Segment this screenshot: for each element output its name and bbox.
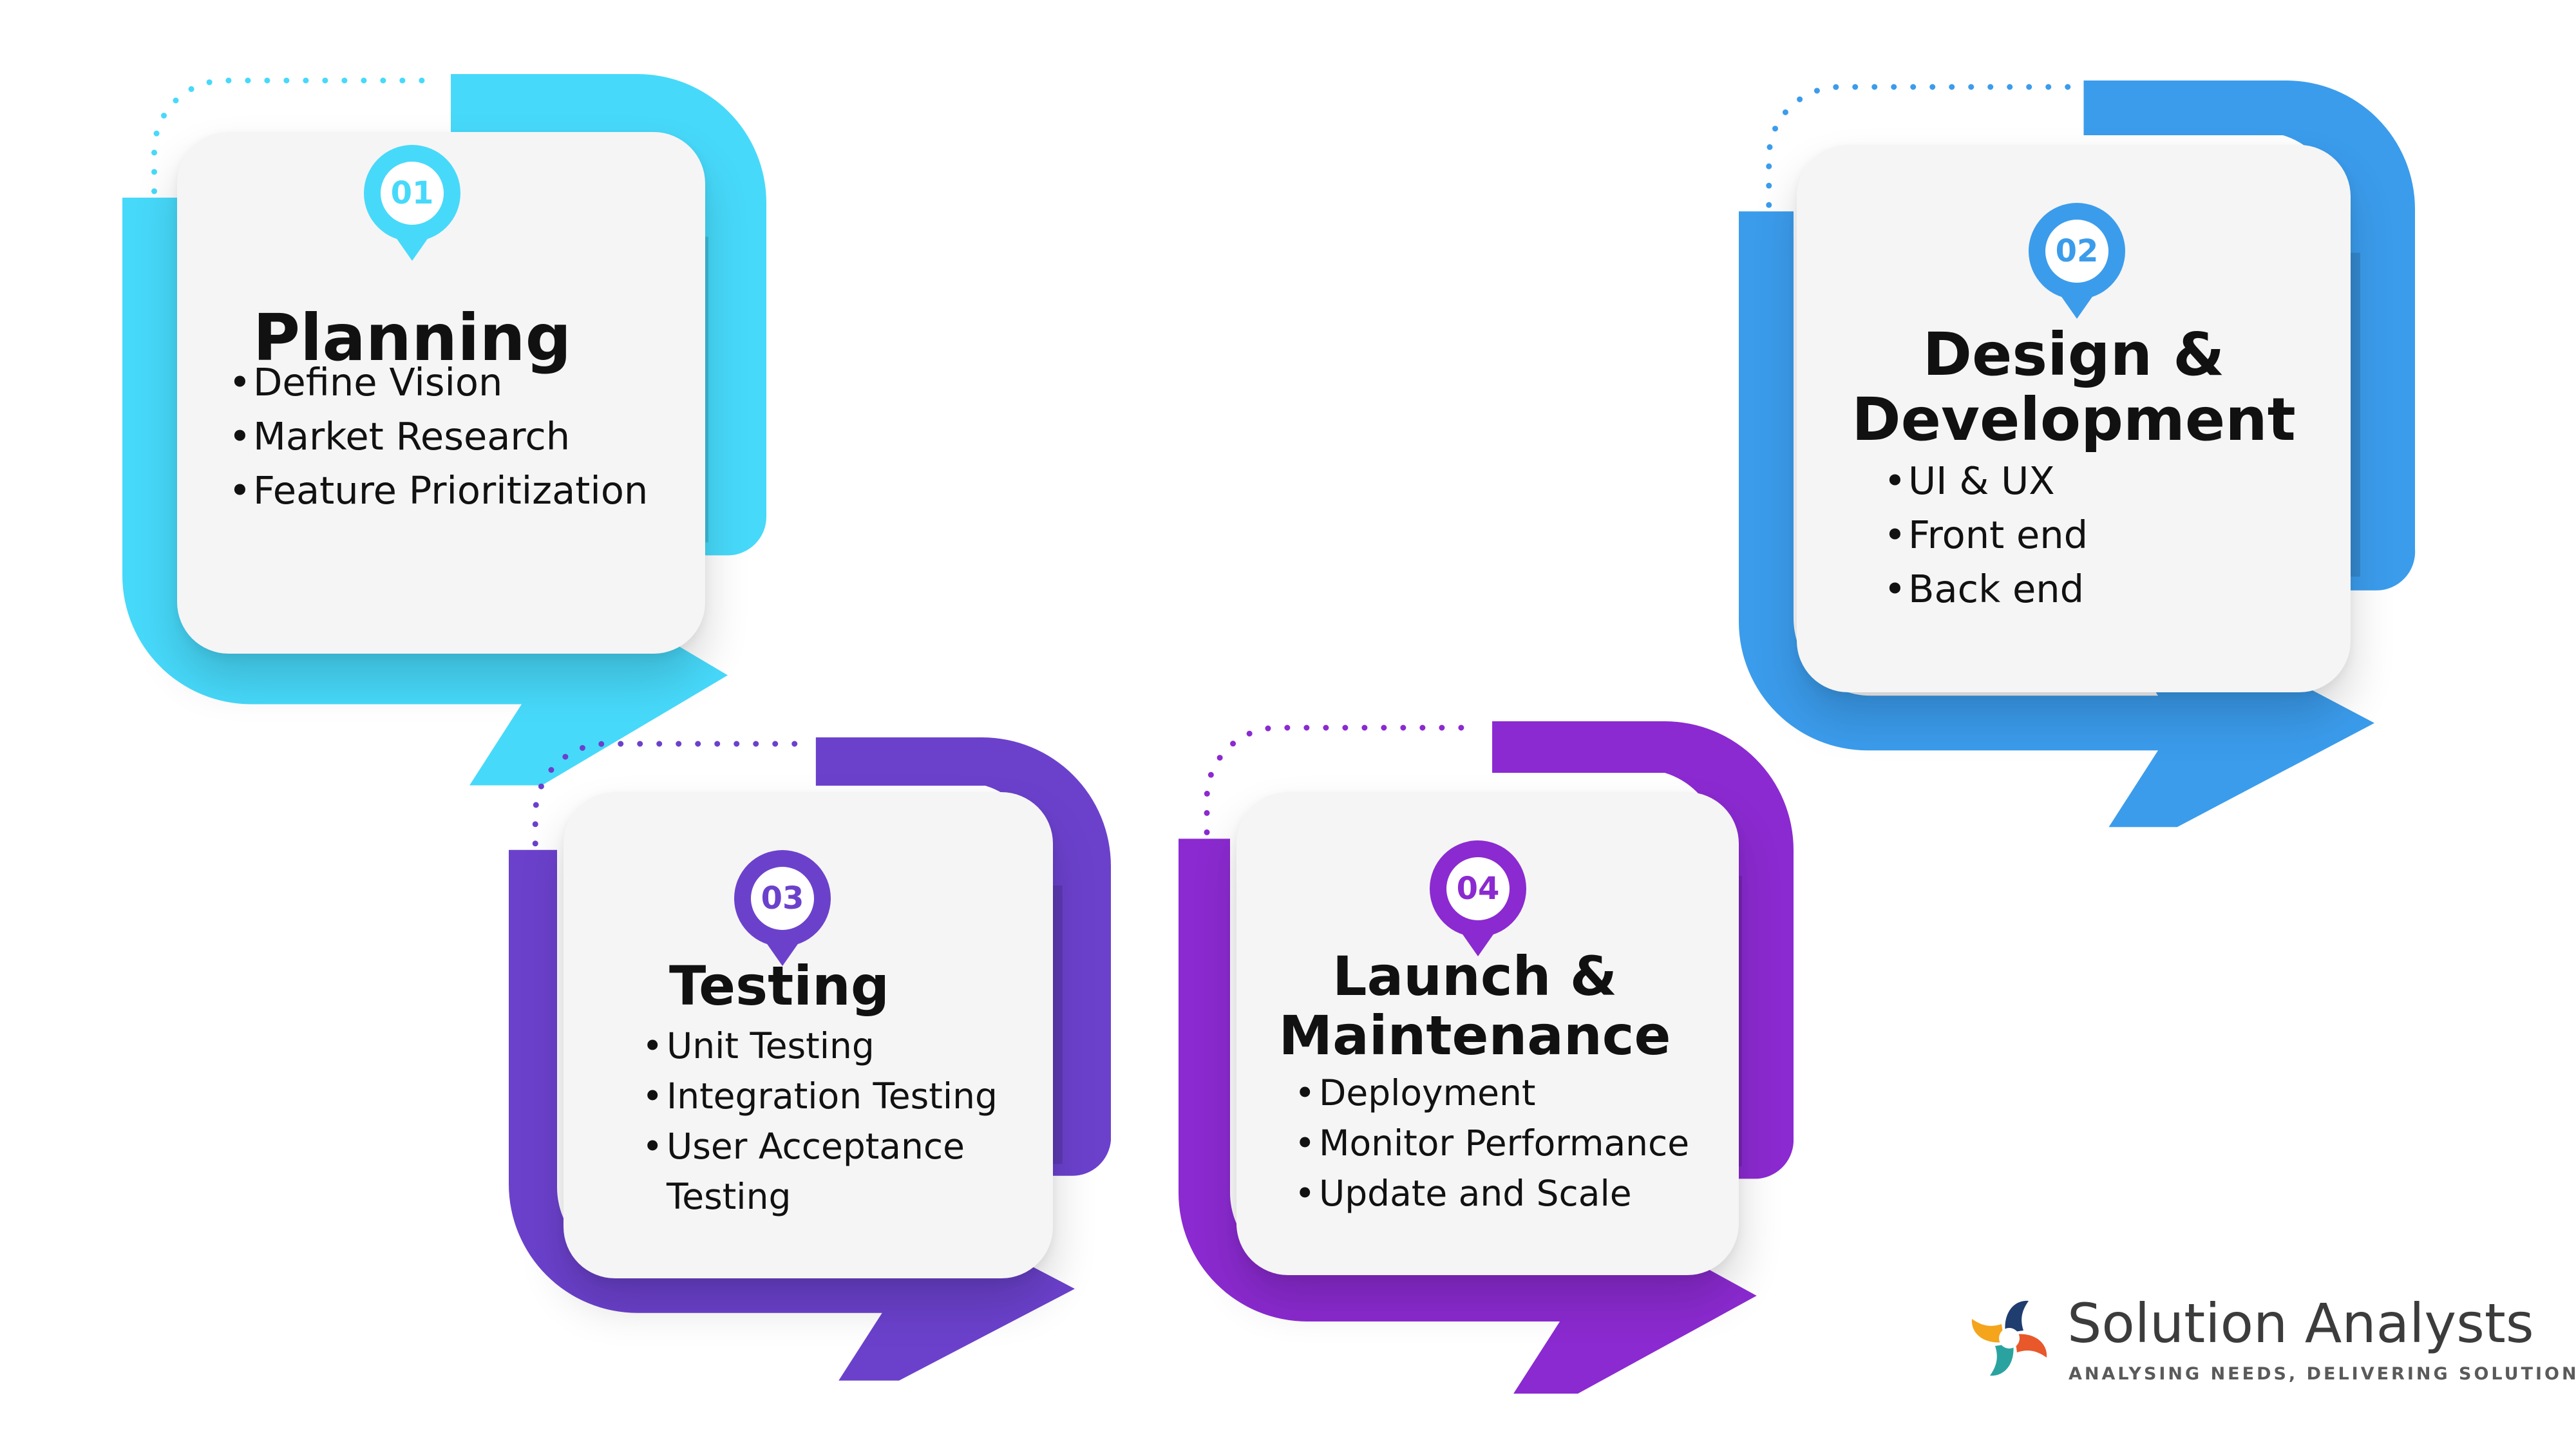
pinwheel-star-icon [1971, 1300, 2047, 1376]
step-title-line: Planning [252, 300, 572, 375]
step-item-list: •Deployment•Monitor Performance•Update a… [1294, 1068, 1689, 1218]
step-number-pin-icon: 02 [2029, 203, 2125, 319]
step-title: Launch &Maintenance [1278, 947, 1671, 1066]
step-title-line: Testing [669, 954, 889, 1018]
step-item-list: •Define Vision•Market Research•Feature P… [229, 355, 648, 517]
list-item-text: Front end [1908, 512, 2088, 557]
design-dotted-connector [1766, 84, 2074, 208]
step-title-line: Development [1852, 385, 2296, 455]
step-title-line: Design & [1922, 320, 2225, 389]
logo-petal [1971, 1319, 2004, 1343]
list-item-text: Market Research [253, 413, 571, 459]
step-title: Planning [253, 303, 571, 374]
planning-dotted-connector [151, 77, 441, 194]
list-item-text: Define Vision [253, 360, 503, 404]
step-number-pin-icon: 03 [734, 850, 831, 966]
logo-petal [2014, 1334, 2047, 1358]
bullet-icon: • [642, 1126, 663, 1168]
list-item-text: Monitor Performance [1319, 1122, 1690, 1164]
bullet-icon: • [642, 1075, 663, 1117]
step-number: 01 [381, 162, 444, 225]
list-item: •Update and Scale [1294, 1168, 1689, 1218]
bullet-icon: • [1884, 566, 1906, 611]
logo-petal [2005, 1300, 2029, 1333]
list-item-text: Update and Scale [1319, 1173, 1632, 1215]
list-item-text: Unit Testing [667, 1025, 875, 1066]
bullet-icon: • [229, 468, 251, 513]
list-item: •Market Research [229, 410, 648, 464]
bullet-icon: • [1294, 1173, 1316, 1215]
step-title-line: Maintenance [1278, 1004, 1671, 1068]
step-number-pin-icon: 04 [1430, 840, 1526, 956]
list-item-text: User Acceptance [667, 1126, 965, 1168]
bullet-icon: • [229, 360, 251, 404]
step-number-pin-icon: 01 [364, 145, 460, 261]
list-item-text: UI & UX [1908, 459, 2055, 503]
list-item: •Unit Testing [642, 1021, 998, 1071]
bullet-icon: • [1884, 512, 1906, 557]
bullet-icon: • [229, 413, 251, 459]
list-item: •Back end [1884, 562, 2088, 616]
bullet-icon: • [1294, 1072, 1316, 1113]
list-item-text: Testing [667, 1176, 791, 1218]
list-item: •Feature Prioritization [229, 464, 648, 518]
list-item: •Front end [1884, 508, 2088, 562]
list-item-text: Feature Prioritization [253, 468, 649, 513]
step-item-list: •Unit Testing•Integration Testing•User A… [642, 1021, 998, 1222]
bullet-icon: • [642, 1025, 663, 1066]
bullet-icon: • [1294, 1122, 1316, 1164]
list-item: •Monitor Performance [1294, 1118, 1689, 1168]
list-item: •Define Vision [229, 355, 648, 410]
list-item: •Deployment [1294, 1068, 1689, 1118]
company-logo: Solution Analysts ANALYSING NEEDS, DELIV… [1964, 1292, 2576, 1390]
logo-center [1999, 1328, 2020, 1349]
testing-dotted-connector [532, 741, 806, 847]
step-title: Design &Development [1852, 320, 2296, 455]
step-number: 02 [2045, 220, 2108, 283]
step-title-line: Launch & [1332, 945, 1617, 1008]
logo-petal [1990, 1343, 2014, 1376]
list-item-text: Integration Testing [667, 1075, 998, 1117]
step-item-list: •UI & UX•Front end•Back end [1884, 454, 2088, 616]
list-item-text: Deployment [1319, 1072, 1536, 1113]
list-item: •Integration Testing [642, 1071, 998, 1121]
list-item: •UI & UX [1884, 454, 2088, 508]
list-item-text: Back end [1908, 566, 2085, 611]
bullet-icon: • [1884, 459, 1906, 503]
step-number: 03 [751, 867, 814, 930]
step-number: 04 [1446, 857, 1510, 920]
logo-name: Solution Analysts [2067, 1292, 2534, 1355]
launch-dotted-connector [1204, 724, 1482, 835]
step-title: Testing [669, 956, 889, 1016]
logo-tagline: ANALYSING NEEDS, DELIVERING SOLUTIONS [2069, 1364, 2576, 1384]
